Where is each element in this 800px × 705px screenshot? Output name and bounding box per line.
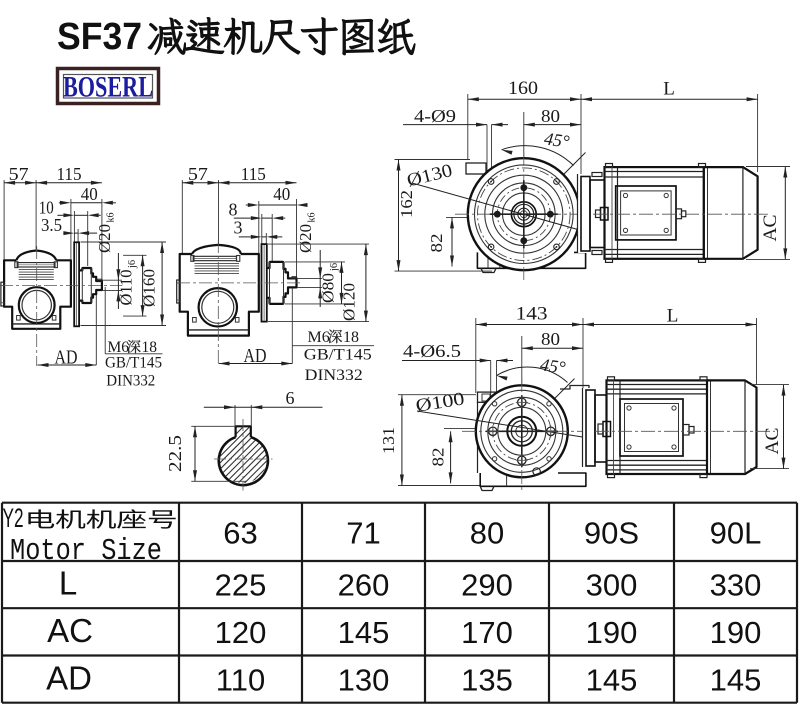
svg-text:L: L bbox=[59, 565, 77, 602]
svg-text:L: L bbox=[663, 79, 675, 100]
svg-text:190: 190 bbox=[710, 615, 762, 650]
svg-text:130: 130 bbox=[338, 663, 390, 698]
svg-text:71: 71 bbox=[346, 516, 380, 551]
svg-text:22.5: 22.5 bbox=[165, 435, 185, 472]
svg-text:18: 18 bbox=[343, 329, 359, 346]
svg-text:3.5: 3.5 bbox=[41, 215, 62, 235]
svg-text:115: 115 bbox=[241, 164, 266, 184]
svg-text:160: 160 bbox=[508, 79, 538, 99]
svg-text:j6: j6 bbox=[127, 260, 138, 269]
svg-text:Ø120: Ø120 bbox=[340, 283, 359, 321]
svg-text:6: 6 bbox=[286, 388, 295, 408]
svg-text:80: 80 bbox=[541, 106, 560, 126]
svg-text:Ø110: Ø110 bbox=[117, 270, 136, 306]
svg-text:145: 145 bbox=[710, 663, 762, 698]
svg-text:j6: j6 bbox=[329, 263, 340, 272]
svg-text:L: L bbox=[667, 306, 679, 327]
svg-text:DIN332: DIN332 bbox=[106, 373, 155, 390]
svg-text:82: 82 bbox=[427, 234, 446, 253]
svg-text:Ø20: Ø20 bbox=[95, 224, 114, 253]
svg-text:M6: M6 bbox=[308, 329, 330, 346]
svg-text:57: 57 bbox=[188, 164, 208, 184]
svg-text:k6: k6 bbox=[307, 213, 318, 223]
svg-text:M6: M6 bbox=[108, 339, 130, 356]
svg-text:90S: 90S bbox=[584, 516, 639, 551]
svg-text:GB/T145: GB/T145 bbox=[105, 355, 162, 372]
svg-text:145: 145 bbox=[338, 615, 390, 650]
svg-text:DIN332: DIN332 bbox=[305, 367, 363, 384]
svg-text:4-Ø9: 4-Ø9 bbox=[414, 106, 456, 126]
svg-text:135: 135 bbox=[461, 663, 513, 698]
svg-text:190: 190 bbox=[586, 615, 638, 650]
svg-text:SF37: SF37 bbox=[57, 16, 142, 58]
svg-text:120: 120 bbox=[215, 615, 267, 650]
svg-text:80: 80 bbox=[541, 329, 560, 349]
svg-text:GB/T145: GB/T145 bbox=[304, 347, 372, 364]
svg-text:10: 10 bbox=[39, 198, 54, 218]
svg-text:45°: 45° bbox=[543, 128, 571, 151]
svg-text:k6: k6 bbox=[106, 213, 117, 223]
svg-text:AC: AC bbox=[763, 428, 783, 455]
svg-text:Ø20: Ø20 bbox=[296, 224, 315, 253]
svg-text:80: 80 bbox=[470, 516, 504, 551]
svg-text:45°: 45° bbox=[539, 354, 567, 377]
svg-text:131: 131 bbox=[379, 427, 398, 454]
svg-text:145: 145 bbox=[586, 663, 638, 698]
svg-text:143: 143 bbox=[516, 305, 548, 325]
svg-text:AC: AC bbox=[761, 215, 781, 242]
svg-text:4-Ø6.5: 4-Ø6.5 bbox=[403, 341, 461, 361]
svg-text:330: 330 bbox=[710, 568, 762, 603]
svg-text:115: 115 bbox=[57, 164, 82, 184]
svg-text:110: 110 bbox=[216, 663, 265, 698]
svg-text:AD: AD bbox=[244, 345, 267, 367]
svg-text:BOSERL: BOSERL bbox=[63, 72, 153, 104]
svg-text:Ø160: Ø160 bbox=[140, 269, 159, 307]
svg-text:40: 40 bbox=[81, 184, 98, 204]
svg-text:Ø80: Ø80 bbox=[319, 273, 338, 303]
svg-text:290: 290 bbox=[461, 568, 513, 603]
svg-text:90L: 90L bbox=[710, 516, 762, 551]
svg-text:63: 63 bbox=[223, 516, 257, 551]
svg-text:300: 300 bbox=[586, 568, 638, 603]
svg-text:AD: AD bbox=[55, 347, 78, 369]
svg-text:260: 260 bbox=[338, 568, 390, 603]
svg-text:57: 57 bbox=[9, 164, 29, 184]
svg-text:170: 170 bbox=[461, 615, 513, 650]
svg-text:8: 8 bbox=[229, 200, 238, 220]
svg-text:Motor Size: Motor Size bbox=[10, 534, 162, 569]
svg-text:40: 40 bbox=[273, 184, 290, 204]
svg-text:225: 225 bbox=[215, 568, 267, 603]
svg-text:82: 82 bbox=[429, 448, 448, 467]
svg-text:18: 18 bbox=[142, 339, 158, 356]
svg-text:AD: AD bbox=[46, 660, 92, 697]
svg-text:162: 162 bbox=[397, 190, 416, 218]
svg-text:3: 3 bbox=[234, 218, 243, 238]
svg-text:Y2: Y2 bbox=[3, 503, 24, 533]
svg-text:AC: AC bbox=[47, 612, 93, 649]
